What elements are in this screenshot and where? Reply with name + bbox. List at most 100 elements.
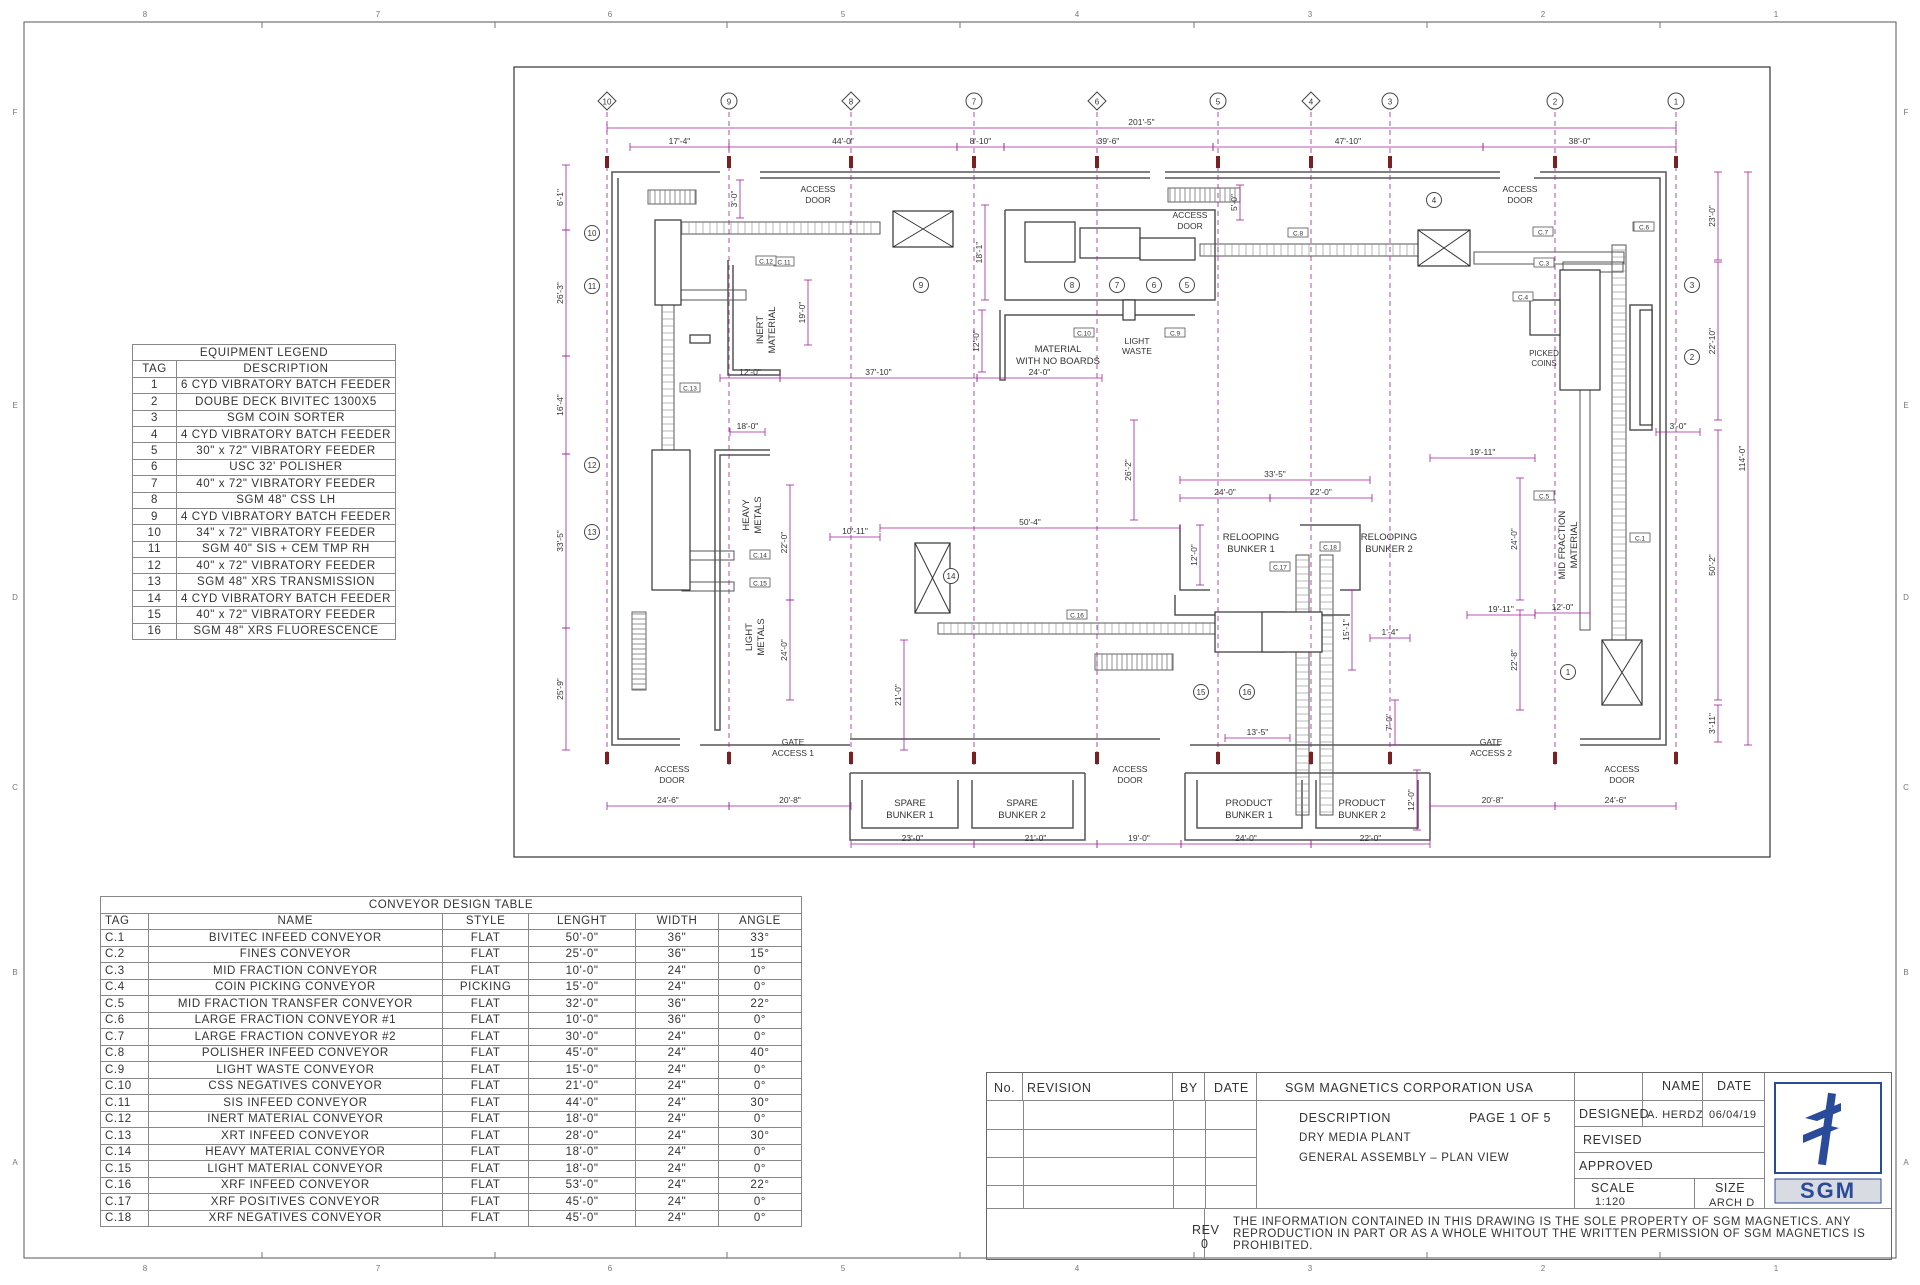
length-cell: 18'-0" — [528, 1160, 637, 1178]
dimension-label: 24'-0" — [1509, 528, 1519, 550]
conveyor-tag-label: C.1 — [1635, 536, 1646, 543]
tag-cell: C.17 — [100, 1193, 149, 1211]
style-cell: FLAT — [442, 1143, 530, 1161]
tag-cell: 3 — [132, 409, 177, 427]
access-door-label: ACCESS — [1173, 210, 1208, 220]
tag-cell: C.11 — [100, 1094, 149, 1112]
column-post — [972, 156, 976, 168]
dimension: 8'-10" — [956, 136, 1005, 151]
description-cell: 40" x 72" VIBRATORY FEEDER — [175, 475, 397, 493]
grid-bubble: 1 — [1667, 92, 1685, 110]
conveyor-tag: C.14 — [749, 549, 771, 560]
dimension: 17'-4" — [629, 136, 730, 151]
dimension-label: 50'-4" — [1019, 517, 1041, 527]
equipment-callout: 15 — [1193, 684, 1209, 700]
length-cell: 28'-0" — [528, 1127, 637, 1145]
dimension-label: 20'-8" — [779, 795, 801, 805]
grid-bubble: 3 — [1381, 92, 1399, 110]
name-cell: COIN PICKING CONVEYOR — [147, 978, 444, 996]
dimension: 37'-10" — [779, 367, 978, 382]
equipment-callout: 4 — [1426, 192, 1442, 208]
conveyor-tag: C.16 — [1066, 609, 1088, 620]
width-cell: 24" — [635, 1143, 719, 1161]
dimension: 38'-0" — [1482, 136, 1677, 151]
zone-row-label: E — [1903, 401, 1908, 410]
tag-cell: C.13 — [100, 1127, 149, 1145]
name-cell: CSS NEGATIVES CONVEYOR — [147, 1077, 444, 1095]
style-cell: FLAT — [442, 1127, 530, 1145]
column-header: STYLE — [442, 912, 530, 930]
dimension-label: 22'-0" — [1310, 487, 1332, 497]
heavy-metals-label: HEAVY — [741, 499, 752, 531]
name-label: NAME — [1662, 1079, 1701, 1093]
conveyor-tag: C.10 — [1073, 327, 1095, 338]
equipment-callout: 11 — [584, 278, 600, 294]
angle-cell: 40° — [717, 1044, 803, 1062]
name-cell: LARGE FRACTION CONVEYOR #2 — [147, 1028, 444, 1046]
dimension-label: 39'-6" — [1098, 136, 1120, 146]
length-cell: 44'-0" — [528, 1094, 637, 1112]
conveyor-tag-label: C.8 — [1293, 231, 1304, 238]
conveyor-tag: C.17 — [1269, 561, 1291, 572]
description-line-1: DRY MEDIA PLANT — [1299, 1132, 1412, 1144]
column-post — [1216, 156, 1220, 168]
zone-row-label: B — [1903, 968, 1908, 977]
dimension-label: 21'-0" — [893, 684, 903, 706]
dimension-label: 23'-0" — [902, 833, 924, 843]
width-cell: 24" — [635, 978, 719, 996]
heavy-metals-label: METALS — [753, 496, 764, 533]
width-cell: 24" — [635, 962, 719, 980]
column-post — [1553, 156, 1557, 168]
zone-col-label: 7 — [376, 10, 381, 19]
zone-row-label: F — [13, 108, 18, 117]
equipment-callout-label: 7 — [1115, 281, 1120, 290]
tag-cell: 11 — [132, 540, 177, 559]
table-title-row: CONVEYOR DESIGN TABLE — [100, 896, 802, 914]
tag-cell: 10 — [132, 524, 177, 542]
tag-cell: C.6 — [100, 1011, 149, 1029]
conveyor-tag: C.4 — [1512, 291, 1534, 302]
dimension: 21'-0" — [893, 639, 908, 751]
grid-bubble: 5 — [1209, 92, 1227, 110]
angle-cell: 30° — [717, 1094, 803, 1112]
equipment-callout: 9 — [913, 277, 929, 293]
length-cell: 18'-0" — [528, 1110, 637, 1128]
dimension-label: 17'-4" — [669, 136, 691, 146]
equipment-callout: 10 — [584, 225, 600, 241]
dimension-label: 23'-0" — [1707, 205, 1717, 227]
style-cell: FLAT — [442, 1209, 530, 1227]
dimension-label: 33'-5" — [555, 530, 565, 552]
name-cell: MID FRACTION TRANSFER CONVEYOR — [147, 995, 444, 1013]
equipment-callout: 8 — [1064, 277, 1080, 293]
conveyor-tag-label: C.14 — [753, 553, 767, 560]
gate-access-2-label: ACCESS 2 — [1470, 748, 1512, 758]
width-cell: 24" — [635, 1077, 719, 1095]
conveyor-tag: C.9 — [1164, 327, 1186, 338]
dimension: 20'-8" — [728, 795, 852, 810]
equipment-callout-label: 1 — [1566, 668, 1571, 677]
angle-cell: 0° — [717, 1011, 803, 1029]
equipment-callout-label: 11 — [588, 282, 597, 291]
dimension: 33'-5" — [1179, 469, 1371, 484]
name-cell: FINES CONVEYOR — [147, 945, 444, 963]
scale-label: SCALE — [1591, 1181, 1635, 1195]
equipment-callout: 7 — [1109, 277, 1125, 293]
equipment-callout-label: 8 — [1070, 281, 1075, 290]
angle-cell: 0° — [717, 1028, 803, 1046]
name-cell: XRF NEGATIVES CONVEYOR — [147, 1209, 444, 1227]
tag-cell: 9 — [132, 507, 177, 526]
width-cell: 24" — [635, 1094, 719, 1112]
column-header: NAME — [147, 912, 444, 930]
angle-cell: 0° — [717, 1193, 803, 1211]
zone-col-label: 4 — [1075, 1264, 1080, 1273]
zone-col-label: 5 — [841, 1264, 846, 1273]
dimension: 12'-0" — [971, 309, 986, 373]
conveyor-tag: C.11 — [773, 256, 795, 267]
name-cell: XRF POSITIVES CONVEYOR — [147, 1193, 444, 1211]
